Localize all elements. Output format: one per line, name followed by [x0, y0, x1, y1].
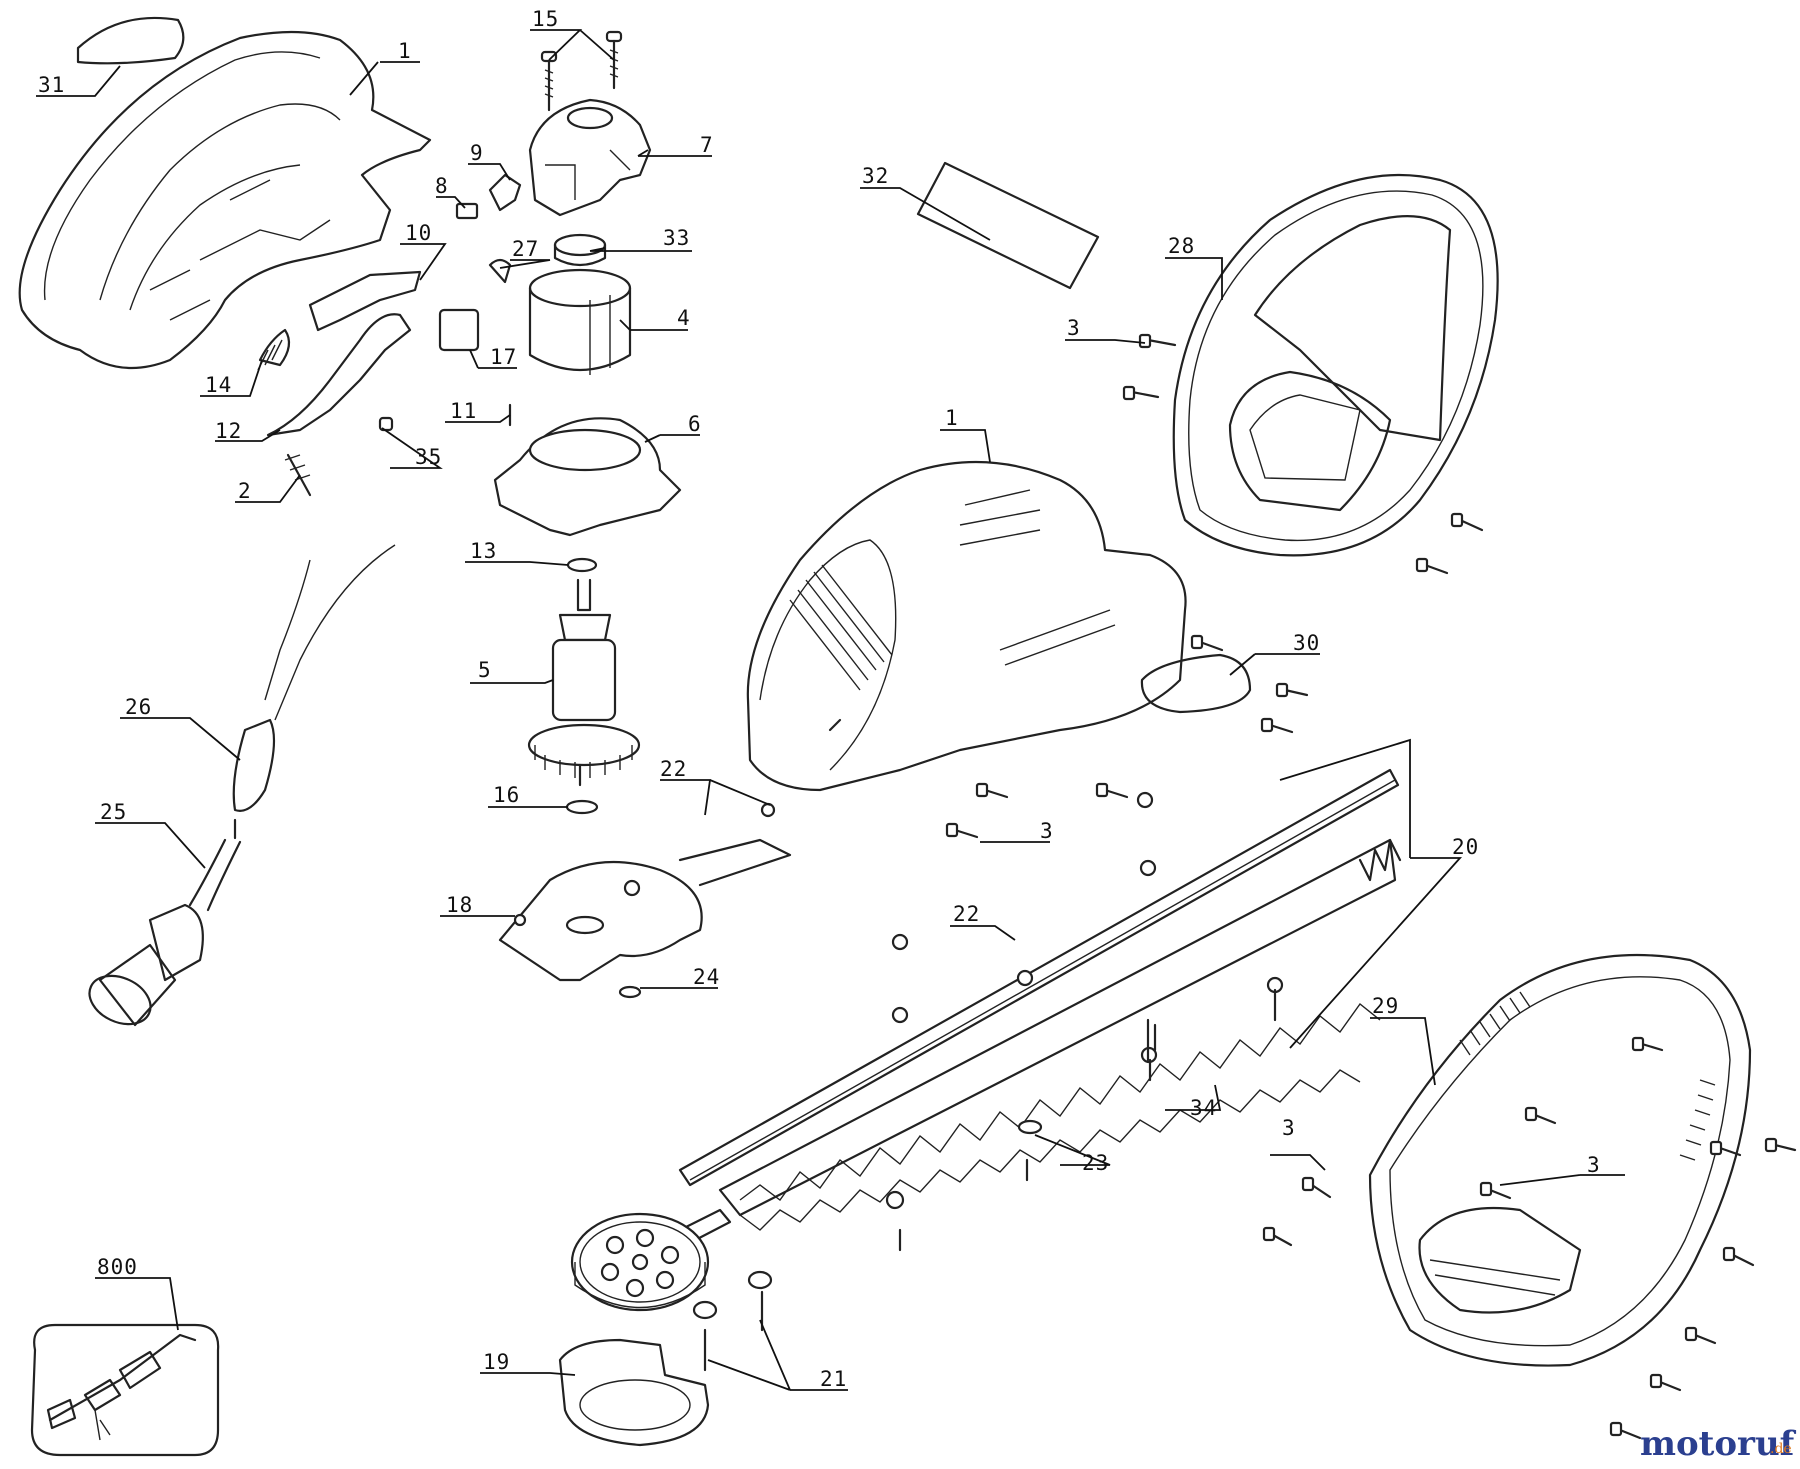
blade-assembly-part	[668, 768, 1402, 1252]
assembled-housing-part	[746, 460, 1187, 792]
label-18: 18	[446, 893, 473, 917]
label-29: 29	[1372, 994, 1399, 1018]
label-17: 17	[490, 345, 517, 369]
label-31: 31	[38, 73, 65, 97]
label-26: 26	[125, 695, 152, 719]
label-5: 5	[478, 658, 492, 682]
label-13: 13	[470, 539, 497, 563]
label-32: 32	[862, 164, 889, 188]
label-25: 25	[100, 800, 127, 824]
watermark-tld: .de	[1770, 1441, 1792, 1457]
label-12: 12	[215, 419, 242, 443]
small-parts	[455, 173, 522, 220]
label-15: 15	[532, 7, 559, 31]
label-33: 33	[663, 226, 690, 250]
motor-housing-parts	[493, 233, 682, 537]
label-23: 23	[1082, 1151, 1109, 1175]
housing-half-part	[18, 16, 432, 370]
label-24: 24	[693, 965, 720, 989]
decal-part	[916, 161, 1100, 290]
label-21: 21	[820, 1367, 847, 1391]
label-1-top: 1	[398, 39, 412, 63]
front-handle-part	[1368, 953, 1752, 1367]
label-22-mid: 22	[953, 902, 980, 926]
label-35: 35	[415, 445, 442, 469]
label-14: 14	[205, 373, 232, 397]
watermark: motoruf .de	[1640, 1424, 1797, 1464]
accessory-part	[30, 1323, 220, 1457]
label-10: 10	[405, 221, 432, 245]
bottom-screws	[692, 1270, 773, 1372]
label-3-mid: 3	[1040, 819, 1054, 843]
label-1-housing: 1	[945, 406, 959, 430]
label-3-lower-left: 3	[1282, 1116, 1296, 1140]
label-7: 7	[700, 133, 714, 157]
label-3-lower-right: 3	[1587, 1153, 1601, 1177]
front-handle-screws	[1262, 1036, 1797, 1440]
side-cover-part	[1140, 653, 1252, 714]
label-3-rear-handle: 3	[1067, 316, 1081, 340]
label-30: 30	[1293, 631, 1320, 655]
label-19: 19	[483, 1350, 510, 1374]
label-22-top: 22	[660, 757, 687, 781]
switch-parts	[257, 258, 512, 497]
label-2: 2	[238, 479, 252, 503]
watermark-brand: motoruf	[1640, 1424, 1797, 1464]
label-9: 9	[470, 141, 484, 165]
label-11: 11	[450, 399, 477, 423]
rear-handle-part	[1122, 174, 1499, 575]
label-28: 28	[1168, 234, 1195, 258]
power-cord-part	[88, 544, 396, 1027]
label-20: 20	[1452, 835, 1479, 859]
armature-part	[527, 557, 641, 815]
gear-wheel-part	[570, 1212, 710, 1312]
label-16: 16	[493, 783, 520, 807]
label-8: 8	[435, 174, 449, 198]
screw-pair-part	[540, 30, 623, 112]
part-labels: 31 1 15 7 9 8 10 27 33 14 17 4 12 11 35 …	[38, 7, 1601, 1391]
label-800: 800	[97, 1255, 138, 1279]
housing-screws	[945, 634, 1309, 839]
gear-plate-part	[498, 802, 792, 999]
label-6: 6	[688, 412, 702, 436]
label-34: 34	[1190, 1096, 1217, 1120]
label-4: 4	[677, 306, 691, 330]
leader-lines	[36, 29, 1625, 1391]
label-27: 27	[512, 237, 539, 261]
gear-cover-part	[558, 1338, 710, 1447]
brush-holder-part	[528, 98, 652, 217]
